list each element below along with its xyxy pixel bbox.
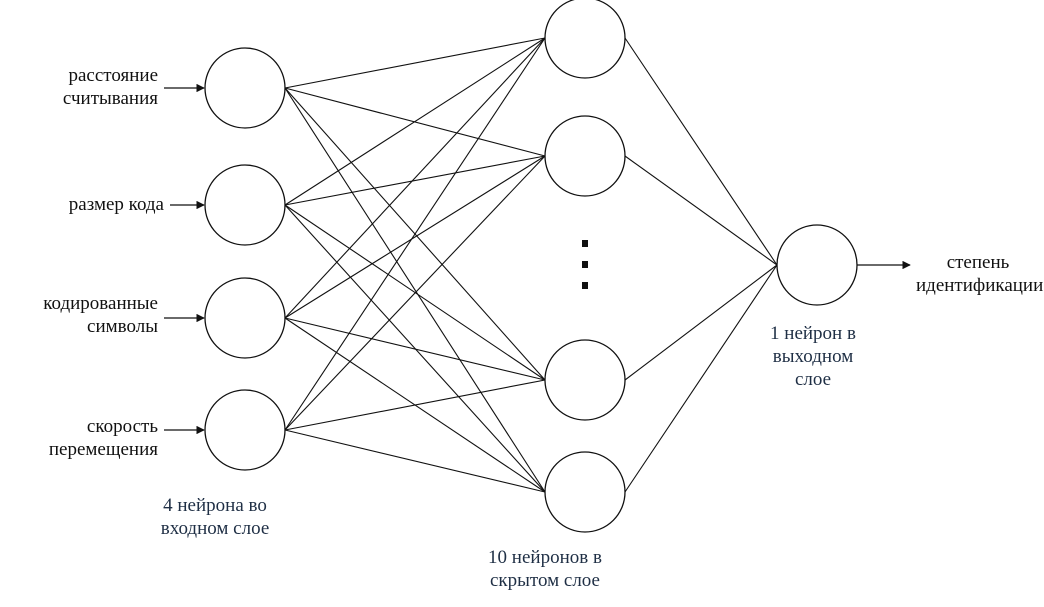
connections	[284, 37, 778, 493]
connection-hidden-3-output	[624, 264, 778, 381]
hidden-neuron-3	[544, 339, 626, 421]
output-label: степень идентификации	[916, 252, 1044, 296]
input-label-movement-speed: скорость перемещения	[48, 416, 158, 460]
input-label-code-size: размер кода	[68, 194, 164, 215]
input-neuron-3	[204, 277, 286, 359]
connection-input-3-hidden-2	[284, 155, 546, 319]
input-layer-caption: 4 нейрона во входном слое	[160, 495, 270, 539]
connection-hidden-4-output	[624, 264, 778, 493]
connection-input-3-hidden-1	[284, 37, 546, 319]
hidden-neuron-1	[544, 0, 626, 79]
hidden-neuron-4	[544, 451, 626, 533]
output-neuron	[776, 224, 858, 306]
input-label-coded-symbols: кодированные символы	[43, 293, 158, 337]
neurons	[204, 0, 858, 533]
connection-input-4-hidden-4	[284, 429, 546, 493]
hidden-layer-caption: 10 нейронов в скрытом слое	[488, 547, 602, 591]
connection-input-3-hidden-3	[284, 317, 546, 381]
input-label-reading-distance: расстояние считывания	[62, 65, 158, 109]
connection-input-2-hidden-1	[284, 37, 546, 206]
hidden-layer-ellipsis	[582, 240, 588, 289]
output-layer-caption: 1 нейрон в выходном слое	[770, 323, 856, 390]
connection-input-1-hidden-4	[284, 87, 546, 493]
connection-input-4-hidden-3	[284, 379, 546, 431]
connection-input-4-hidden-1	[284, 37, 546, 431]
connection-hidden-1-output	[624, 37, 778, 266]
connection-input-1-hidden-1	[284, 37, 546, 89]
connection-hidden-2-output	[624, 155, 778, 266]
connection-input-4-hidden-2	[284, 155, 546, 431]
input-neuron-4	[204, 389, 286, 471]
input-neuron-2	[204, 164, 286, 246]
input-neuron-1	[204, 47, 286, 129]
connection-input-2-hidden-2	[284, 155, 546, 206]
hidden-neuron-2	[544, 115, 626, 197]
arrows	[164, 83, 911, 435]
